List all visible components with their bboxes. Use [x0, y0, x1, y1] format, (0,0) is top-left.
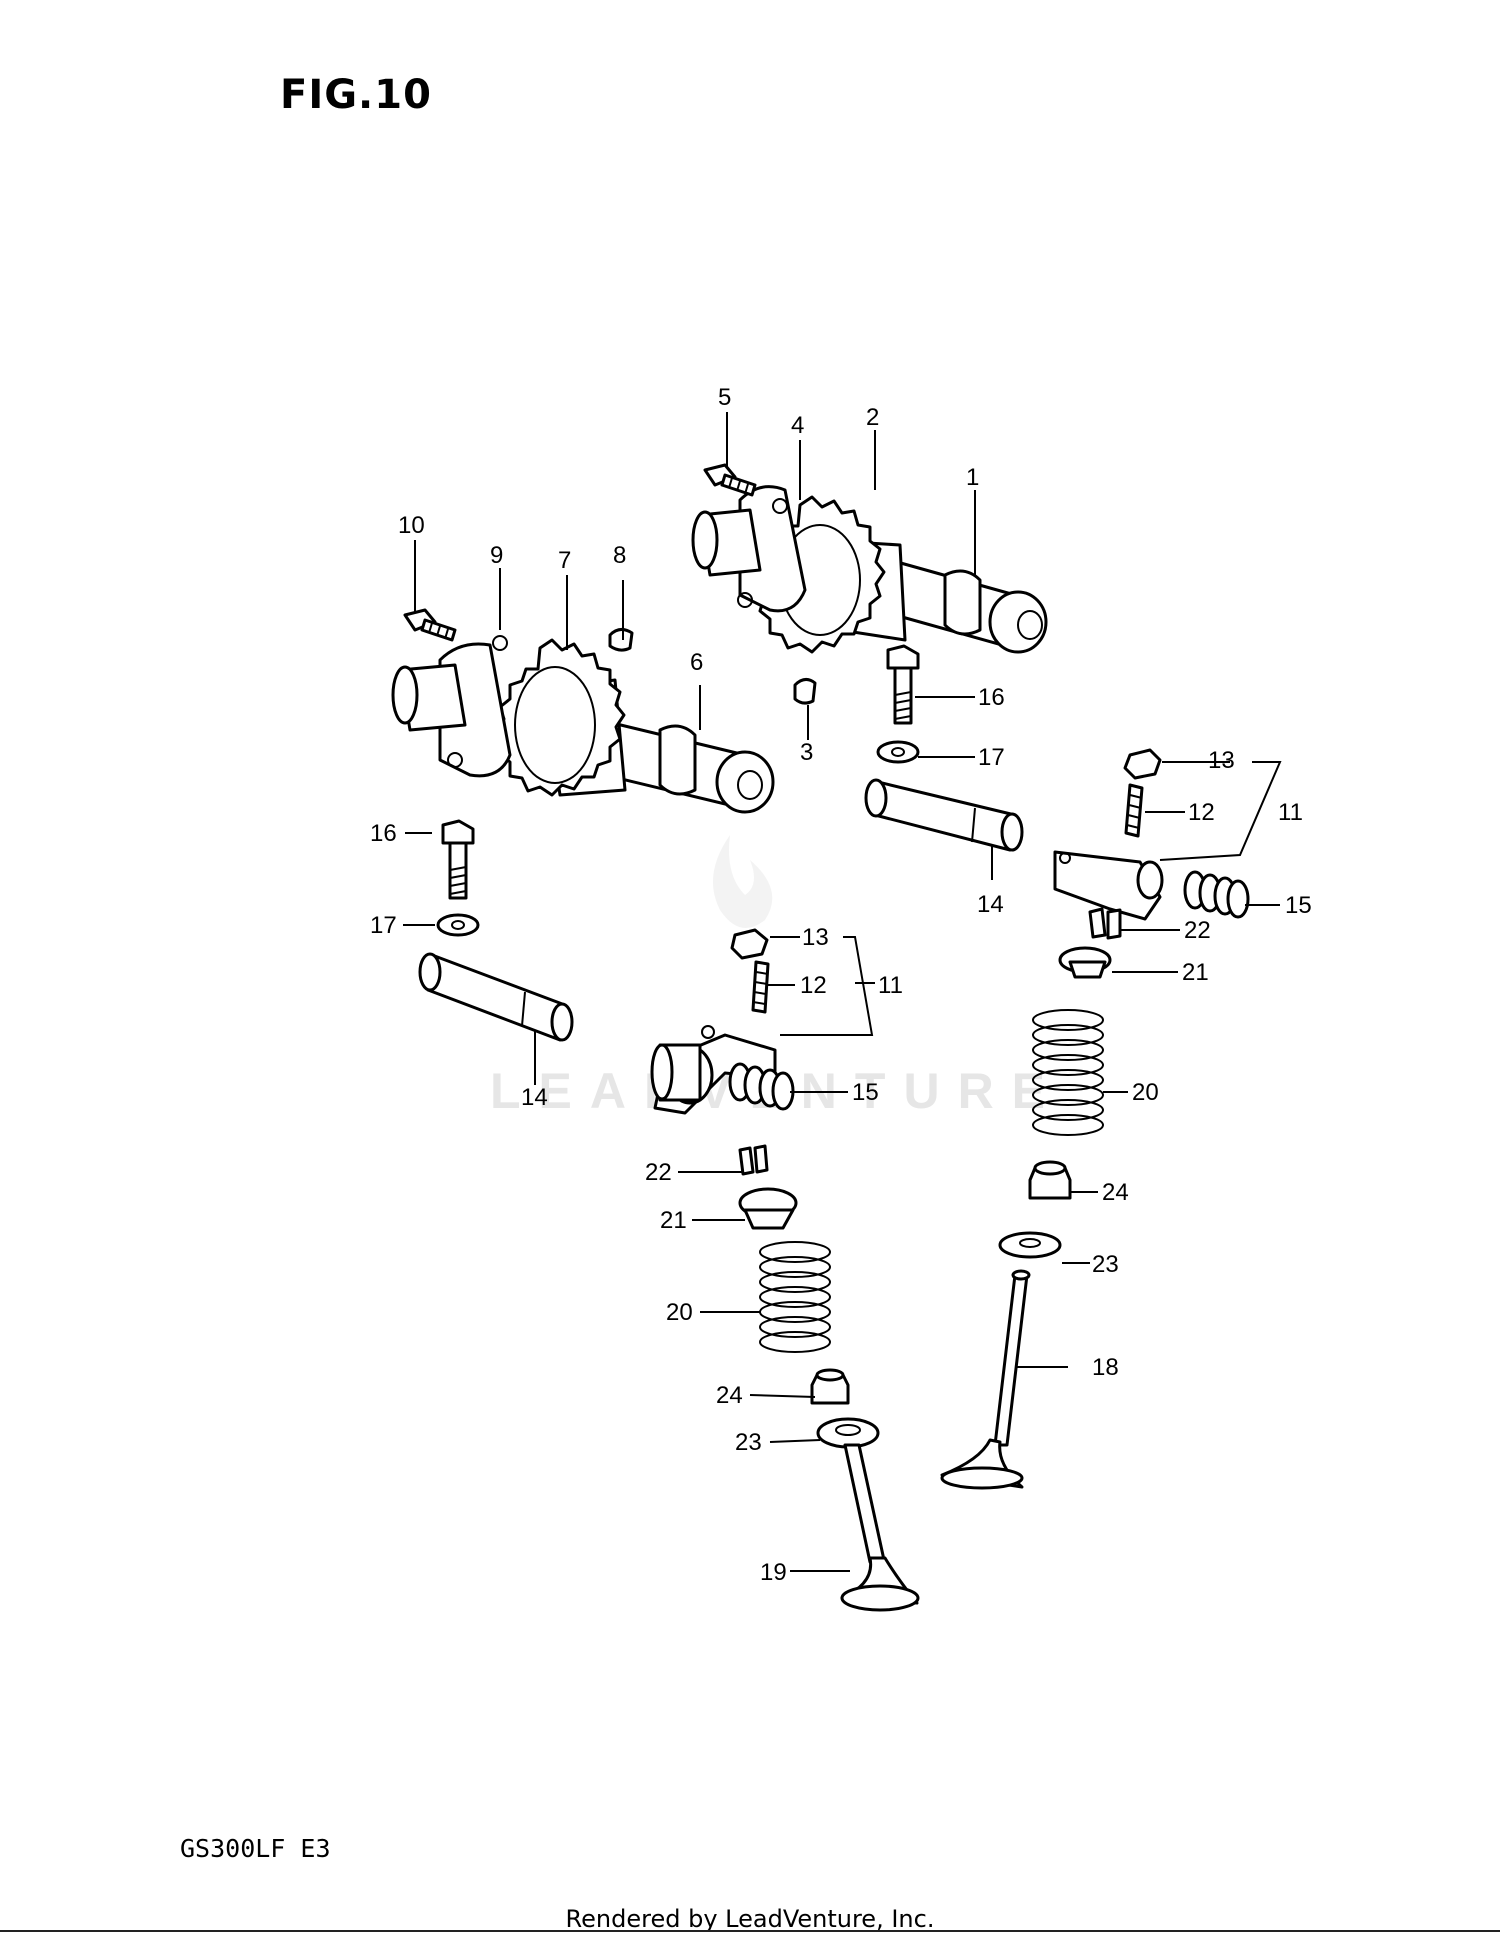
camshaft-end-plate-lower [391, 635, 512, 778]
callout-16-left: 16 [370, 820, 397, 847]
callout-12-right: 12 [1188, 799, 1215, 826]
callout-15-right: 15 [1285, 892, 1312, 919]
rocker-arm-left [650, 1025, 777, 1115]
lock-nut-13-right [1123, 748, 1162, 780]
washer-17-right [876, 740, 920, 764]
washer-17-left [436, 913, 480, 937]
valve-seal-24-left [810, 1368, 850, 1405]
spring-15-left [728, 1062, 795, 1111]
footer-credit: Rendered by LeadVenture, Inc. [565, 1905, 935, 1933]
lock-nut-13-left [730, 928, 769, 960]
valve-18 [940, 1269, 1031, 1490]
callout-11-right: 11 [1278, 799, 1303, 826]
callout-24-left: 24 [716, 1382, 743, 1409]
callout-21-left: 21 [660, 1207, 687, 1234]
callout-1: 1 [966, 464, 979, 491]
callout-19: 19 [760, 1559, 787, 1586]
callout-18: 18 [1092, 1354, 1119, 1381]
callout-labels: 1 2 3 4 5 6 7 8 9 10 11 11 12 12 13 13 1… [370, 384, 1312, 1586]
callout-20-left: 20 [666, 1299, 693, 1326]
callout-3: 3 [800, 739, 813, 766]
dowel-pin-8 [608, 628, 634, 652]
spring-15-right [1183, 870, 1250, 919]
callout-13-right: 13 [1208, 747, 1235, 774]
callout-17-left: 17 [370, 912, 397, 939]
callout-17-right: 17 [978, 744, 1005, 771]
valve-seal-24-right [1028, 1160, 1072, 1200]
callout-13-left: 13 [802, 924, 829, 951]
dowel-pin-3 [793, 678, 817, 705]
cotter-22-right [1088, 907, 1122, 940]
callout-8: 8 [613, 542, 626, 569]
callout-22-left: 22 [645, 1159, 672, 1186]
callout-7: 7 [558, 547, 571, 574]
callout-16-right: 16 [978, 684, 1005, 711]
callout-23-right: 23 [1092, 1251, 1119, 1278]
callout-24-right: 24 [1102, 1179, 1129, 1206]
figure-title: FIG.10 [280, 72, 432, 118]
callout-14-left: 14 [521, 1084, 548, 1111]
callout-15-left: 15 [852, 1079, 879, 1106]
adjuster-screw-12-left [751, 960, 770, 1014]
callout-14-right: 14 [977, 891, 1004, 918]
callout-22-right: 22 [1184, 917, 1211, 944]
adjuster-screw-12-right [1124, 783, 1144, 838]
valve-spring-20-right [1032, 1009, 1104, 1136]
watermark-logo [712, 835, 773, 928]
callout-2: 2 [866, 404, 879, 431]
rocker-shaft-left [418, 952, 574, 1042]
retainer-21-left [738, 1187, 798, 1230]
callout-10: 10 [398, 512, 425, 539]
retainer-21-right [1058, 946, 1112, 979]
spring-seat-23-left [816, 1417, 880, 1449]
spring-seat-23-right [998, 1231, 1062, 1259]
callout-11-left: 11 [878, 972, 903, 999]
callout-6: 6 [690, 649, 703, 676]
bolt-lower [403, 608, 457, 642]
bolt-16-right [886, 644, 920, 725]
callout-21-right: 21 [1182, 959, 1209, 986]
callout-20-right: 20 [1132, 1079, 1159, 1106]
rocker-shaft-right [864, 778, 1024, 852]
callout-4: 4 [791, 412, 804, 439]
footer-rule [0, 1930, 1500, 1932]
camshaft-end-plate-upper [691, 485, 807, 613]
bolt-16-left [441, 819, 475, 900]
bolt-upper [703, 463, 757, 497]
model-code: GS300LF E3 [180, 1834, 331, 1863]
valve-19 [840, 1443, 920, 1612]
callout-9: 9 [490, 542, 503, 569]
cotter-22-left [738, 1144, 769, 1176]
callout-5: 5 [718, 384, 731, 411]
rocker-arm-right [1053, 850, 1164, 921]
leader-lines [403, 412, 1282, 1572]
callout-12-left: 12 [800, 972, 827, 999]
valve-spring-20-left [759, 1241, 831, 1353]
callout-23-left: 23 [735, 1429, 762, 1456]
